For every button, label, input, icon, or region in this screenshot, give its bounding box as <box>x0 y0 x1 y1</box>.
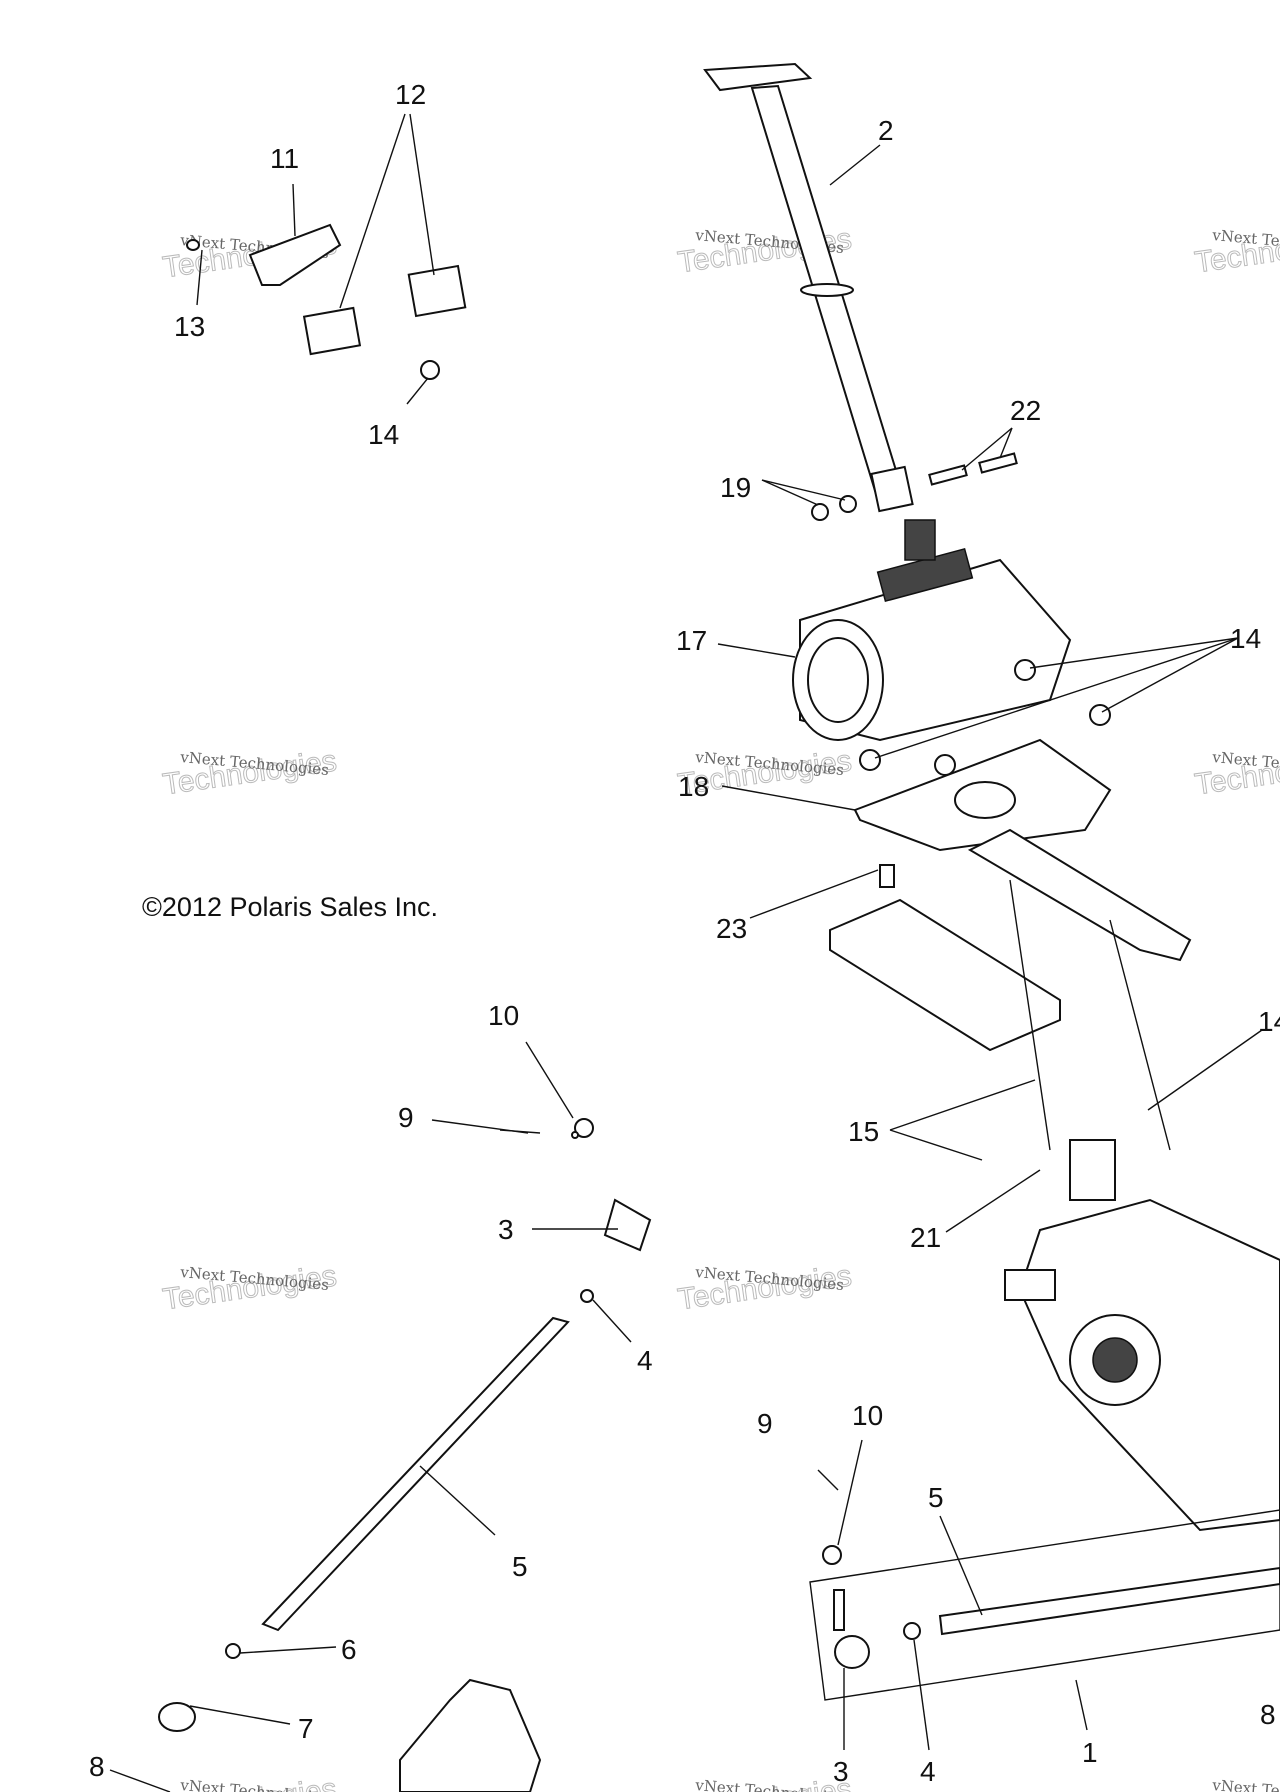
callout-21: 21 <box>910 1222 941 1253</box>
callout-5: 5 <box>928 1482 944 1513</box>
callout-8: 8 <box>89 1751 105 1782</box>
callout-4: 4 <box>637 1345 653 1376</box>
callout-10: 10 <box>852 1400 883 1431</box>
nuts-19 <box>811 495 857 521</box>
callout-2: 2 <box>878 115 894 146</box>
callout-8: 8 <box>1260 1699 1276 1730</box>
callout-12: 12 <box>395 79 426 110</box>
callout-4: 4 <box>920 1756 936 1787</box>
brackets-11-12 <box>186 223 467 356</box>
callout-15: 15 <box>848 1116 879 1147</box>
watermark-text: vNext Technologies <box>1211 1776 1280 1792</box>
tie-rod-left <box>158 1118 652 1732</box>
callout-17: 17 <box>676 625 707 656</box>
steering-column <box>703 62 914 513</box>
callout-3: 3 <box>498 1214 514 1245</box>
callout-9: 9 <box>398 1102 414 1133</box>
copyright-notice: ©2012 Polaris Sales Inc. <box>142 892 438 922</box>
callout-6: 6 <box>341 1634 357 1665</box>
callout-19: 19 <box>720 472 751 503</box>
callout-10: 10 <box>488 1000 519 1031</box>
callout-18: 18 <box>678 771 709 802</box>
callout-1: 1 <box>1082 1737 1098 1768</box>
callout-7: 7 <box>298 1713 314 1744</box>
callout-14: 14 <box>368 419 399 450</box>
callout-14: 14 <box>1230 623 1261 654</box>
frame-tube <box>829 828 1192 1151</box>
callout-13: 13 <box>174 311 205 342</box>
callout-11: 11 <box>270 143 299 174</box>
front-gearcase <box>1004 1139 1280 1532</box>
bracket-23 <box>879 864 895 888</box>
callout-5: 5 <box>512 1551 528 1582</box>
bolts-22 <box>928 452 1018 486</box>
callout-22: 22 <box>1010 395 1041 426</box>
leader-lines <box>109 113 1263 1792</box>
callout-labels: 12 11 13 14 2 22 19 17 14 18 23 10 9 15 … <box>89 79 1280 1787</box>
callout-23: 23 <box>716 913 747 944</box>
eps-unit <box>792 519 1072 742</box>
tie-rod-right <box>809 1469 1280 1701</box>
steering-knuckle <box>399 1678 542 1792</box>
callout-9: 9 <box>757 1408 773 1439</box>
callout-14: 14 <box>1258 1006 1280 1037</box>
callout-3: 3 <box>833 1756 849 1787</box>
